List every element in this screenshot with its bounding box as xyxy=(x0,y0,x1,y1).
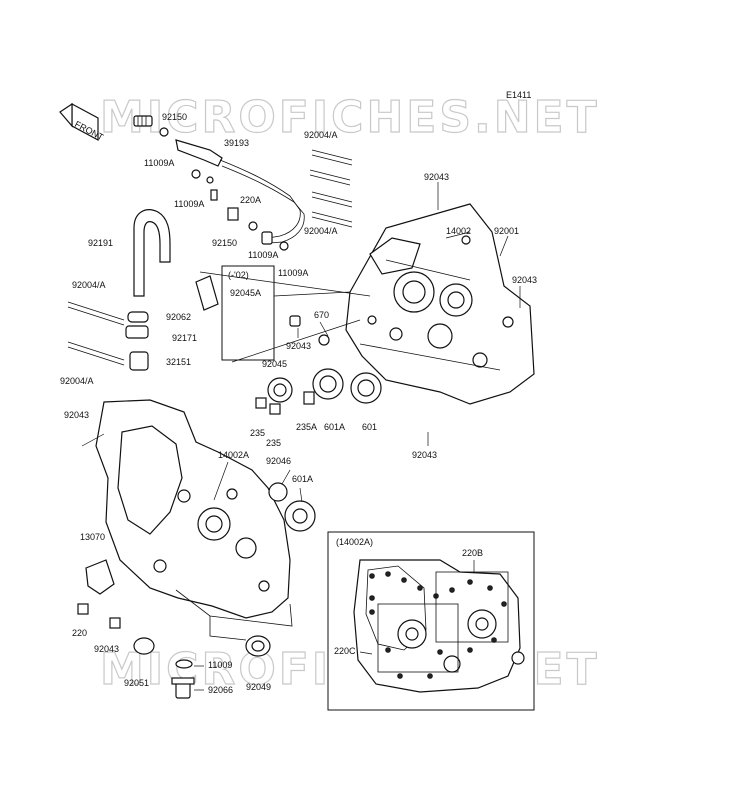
label-92045: 92045 xyxy=(262,359,287,369)
bearing-left-set xyxy=(268,482,316,532)
stud-set-upper xyxy=(309,149,353,228)
inset-bolt-markers xyxy=(369,571,507,679)
label-11009: 11009 xyxy=(208,660,232,670)
label-92004a-top: 92004/A xyxy=(304,130,338,140)
left-crankcase xyxy=(95,399,293,641)
label-92043-right-low: 92043 xyxy=(412,450,437,460)
label-92049: 92049 xyxy=(246,682,271,692)
label-92043-top: 92043 xyxy=(424,172,449,182)
label-14002a: 14002A xyxy=(218,450,249,460)
watermark-top: MICROFICHES.NET xyxy=(100,92,600,143)
label-92004a-mid: 92004/A xyxy=(304,226,338,236)
label-92051: 92051 xyxy=(124,678,149,688)
breather-hose xyxy=(133,209,219,311)
label-220c: 220C xyxy=(334,646,356,656)
label-92062: 92062 xyxy=(166,312,191,322)
bearing-row xyxy=(255,315,382,415)
label-220a: 220A xyxy=(240,195,261,205)
label-92171: 92171 xyxy=(172,333,197,343)
label-92001: 92001 xyxy=(494,226,519,236)
right-crankcase xyxy=(345,203,535,405)
label-inset-title: (14002A) xyxy=(336,537,373,547)
lower-parts xyxy=(77,559,271,699)
label-92043-right: 92043 xyxy=(512,275,537,285)
label-32151: 32151 xyxy=(166,357,191,367)
label-235-2: 235 xyxy=(266,438,281,448)
label-220: 220 xyxy=(72,628,87,638)
label-92043-lower: 92043 xyxy=(94,644,119,654)
label-92045a: 92045A xyxy=(230,288,261,298)
leaders-upper-right xyxy=(199,182,521,446)
leaders-lower-left xyxy=(81,433,303,691)
label-92150-b: 92150 xyxy=(212,238,237,248)
label-92150: 92150 xyxy=(162,112,187,122)
label-235a: 235A xyxy=(296,422,317,432)
label-92066: 92066 xyxy=(208,685,233,695)
label-601: 601 xyxy=(362,422,377,432)
label-235-1: 235 xyxy=(250,428,265,438)
front-arrow-icon: FRONT xyxy=(59,102,106,143)
oil-pipe-assembly xyxy=(133,115,305,251)
label-92004a-left: 92004/A xyxy=(72,280,106,290)
label-14002: 14002 xyxy=(446,226,471,236)
label-220b: 220B xyxy=(462,548,483,558)
bearing-92045a xyxy=(221,265,275,361)
label-13070: 13070 xyxy=(80,532,105,542)
label-601a-1: 601A xyxy=(324,422,345,432)
label-670: 670 xyxy=(314,310,329,320)
label-92043-mid: 92043 xyxy=(286,341,311,351)
label-92191: 92191 xyxy=(88,238,113,248)
label-92043-left: 92043 xyxy=(64,410,89,420)
label-11009a-1: 11009A xyxy=(144,158,174,168)
part-labels: 92150 39193 92004/A 11009A 92043 220A 11… xyxy=(60,112,537,695)
label-11009a-3: 11009A xyxy=(248,250,278,260)
label-39193: 39193 xyxy=(224,138,249,148)
label-11009a-4: 11009A xyxy=(278,268,308,278)
label-92046: 92046 xyxy=(266,456,291,466)
diagram-code: E1411 xyxy=(506,90,531,100)
label-601a-2: 601A xyxy=(292,474,313,484)
collar-stack xyxy=(125,311,149,371)
label-92004a-bottom: 92004/A xyxy=(60,376,94,386)
label-11009a-2: 11009A xyxy=(174,199,204,209)
inset-box xyxy=(327,531,535,711)
stud-set-left xyxy=(67,301,125,366)
label-note-02: (-'02) xyxy=(228,270,249,280)
